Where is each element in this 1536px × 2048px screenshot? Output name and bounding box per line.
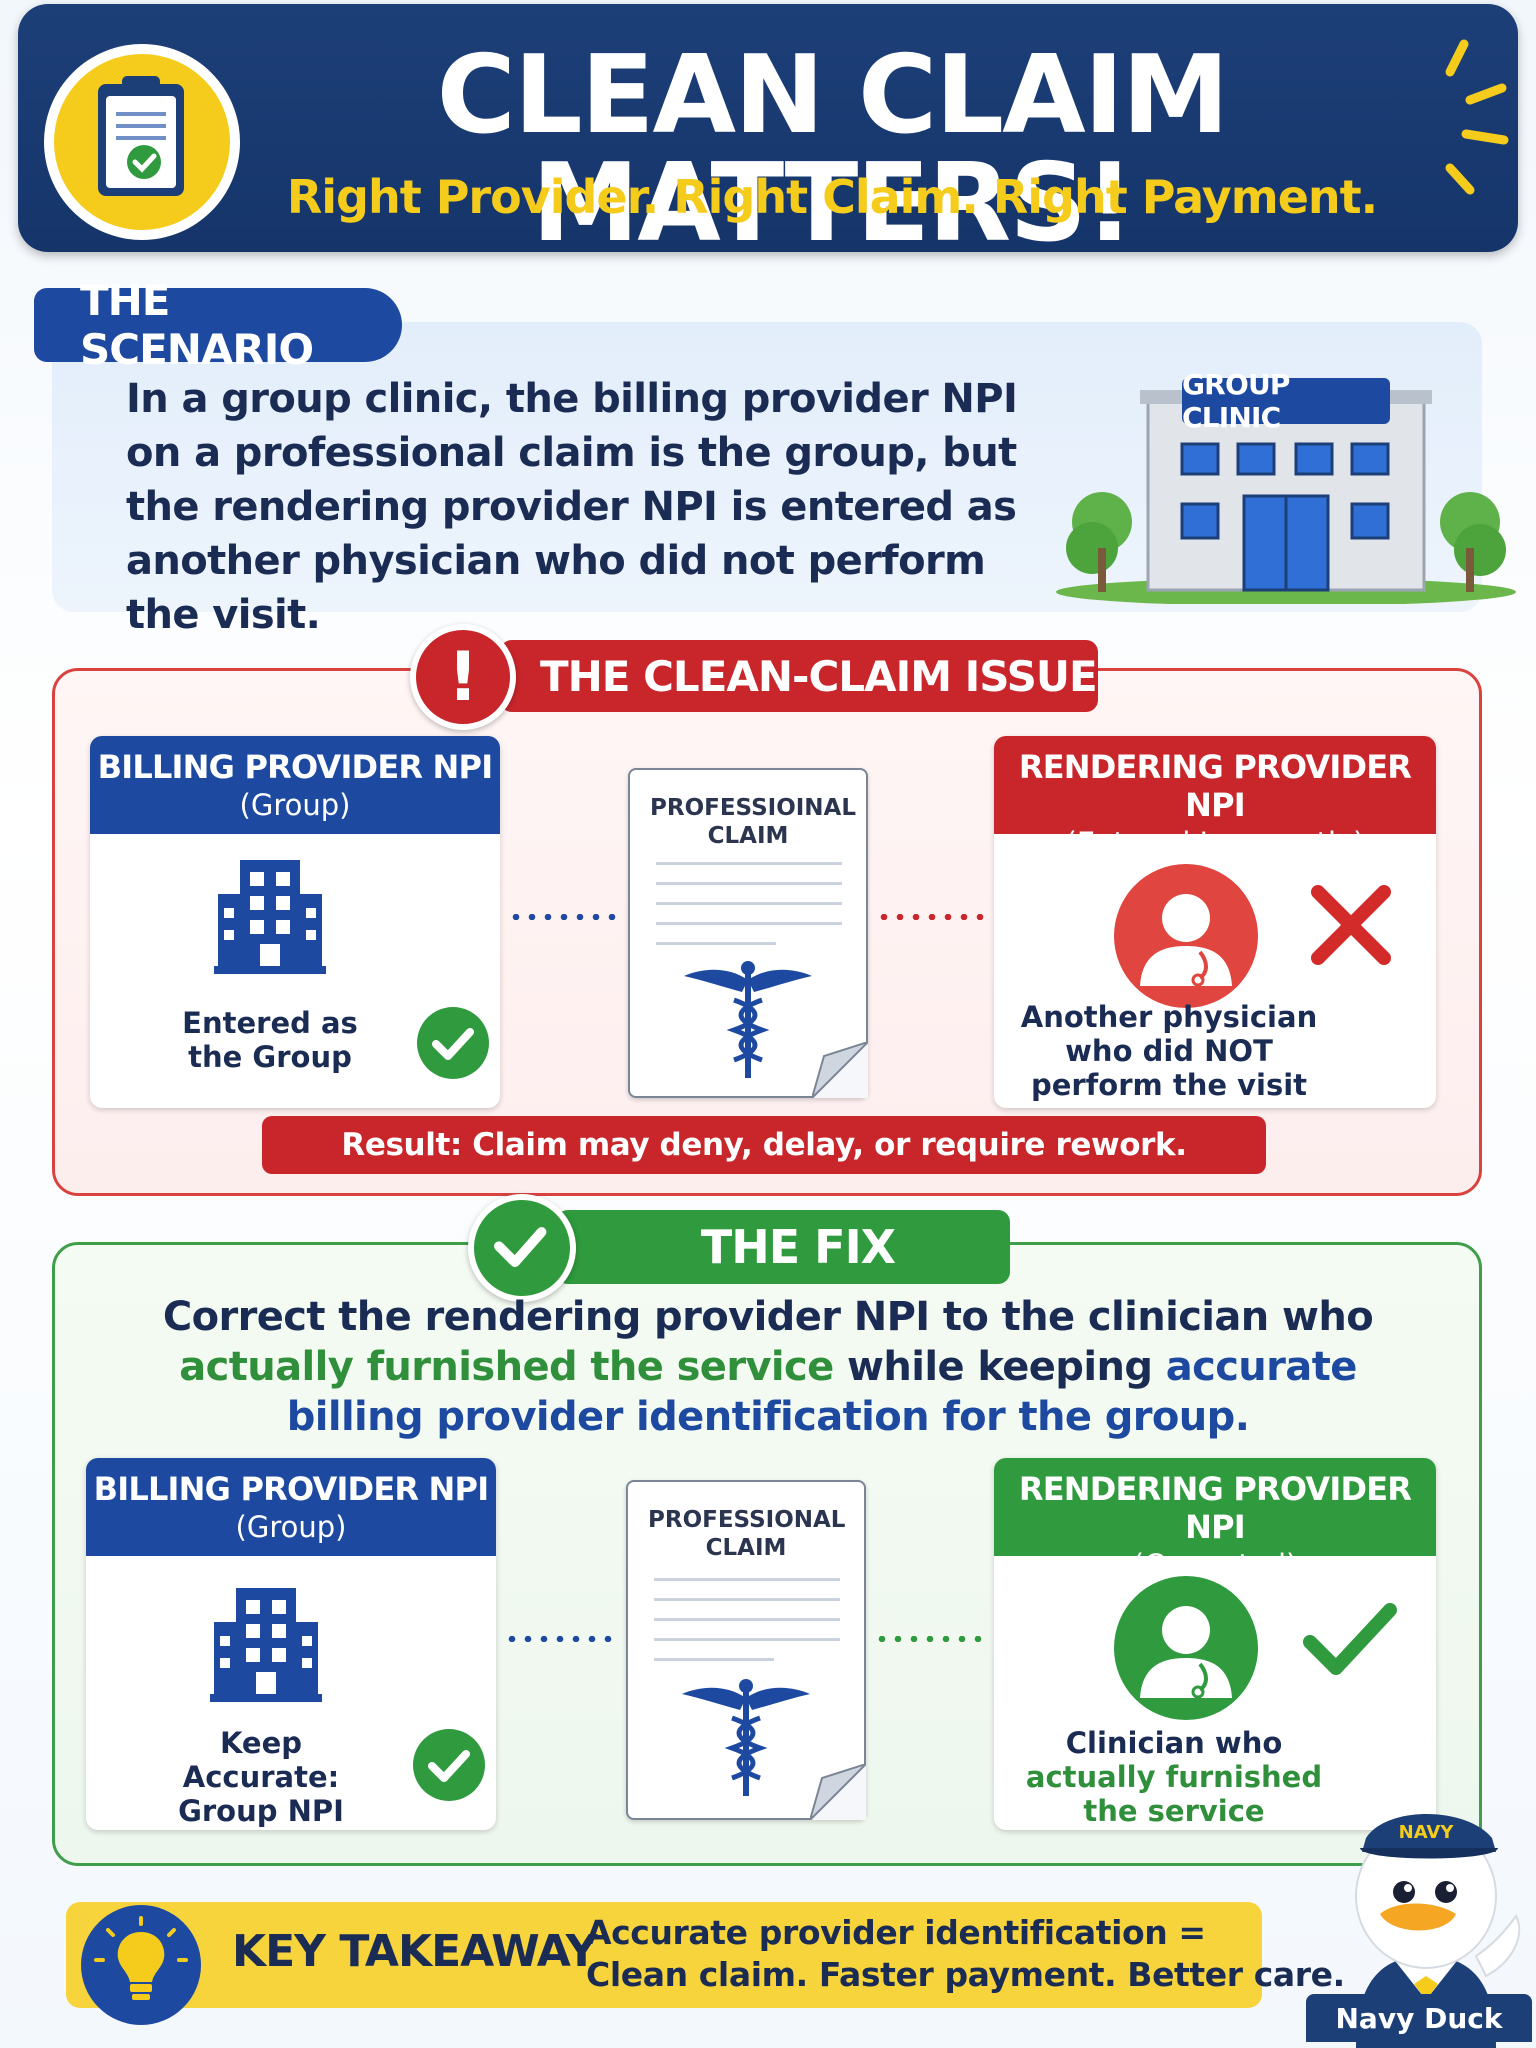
issue-rendering-subtitle: (Entered Incorrectly) bbox=[1065, 826, 1365, 860]
issue-claim-document: PROFESSIOINAL CLAIM bbox=[628, 768, 868, 1098]
alert-icon: ! bbox=[410, 624, 516, 730]
page-curl-icon bbox=[810, 1764, 866, 1820]
connector-dots bbox=[508, 914, 620, 920]
fix-billing-title: BILLING PROVIDER NPI bbox=[93, 1470, 489, 1508]
fix-billing-caption: Keep Accurate: Group NPI bbox=[178, 1726, 344, 1828]
fix-billing-subtitle: (Group) bbox=[235, 1510, 347, 1544]
check-icon bbox=[468, 1194, 576, 1302]
page-subtitle: Right Provider. Right Claim. Right Payme… bbox=[286, 170, 1378, 224]
issue-rendering-caption: Another physician who did NOT perform th… bbox=[1020, 1000, 1318, 1102]
mascot-label: Navy Duck bbox=[1306, 1994, 1532, 2042]
physician-icon bbox=[1114, 864, 1258, 1008]
sparkle-icon bbox=[1445, 39, 1509, 195]
takeaway-label: KEY TAKEAWAY bbox=[232, 1926, 597, 1977]
issue-billing-title: BILLING PROVIDER NPI bbox=[97, 748, 493, 786]
scenario-tag: THE SCENARIO bbox=[34, 276, 402, 374]
fix-billing-card: BILLING PROVIDER NPI (Group) Keep Accura… bbox=[86, 1458, 496, 1830]
fix-claim-document: PROFESSIONAL CLAIM bbox=[626, 1480, 866, 1820]
connector-dots bbox=[504, 1636, 616, 1642]
clipboard-check-icon bbox=[44, 44, 240, 240]
fix-highlight-service: actually furnished the service bbox=[179, 1344, 834, 1390]
check-icon bbox=[417, 1007, 489, 1079]
group-clinic-building-icon bbox=[1056, 378, 1516, 604]
issue-billing-subtitle: (Group) bbox=[239, 788, 351, 822]
x-mark-icon bbox=[1311, 885, 1391, 965]
connector-dots bbox=[874, 1636, 986, 1642]
fix-rendering-caption: Clinician who actually furnished the ser… bbox=[1025, 1726, 1323, 1828]
fix-highlight-billing: accurate billing provider identification… bbox=[286, 1344, 1358, 1440]
fix-text: Correct the rendering provider NPI to th… bbox=[162, 1294, 1374, 1440]
physician-icon bbox=[1114, 1576, 1258, 1720]
building-icon bbox=[214, 860, 326, 974]
issue-claim-title: PROFESSIOINAL CLAIM bbox=[650, 795, 857, 849]
fix-billing-header: BILLING PROVIDER NPI (Group) bbox=[86, 1458, 496, 1556]
issue-billing-header: BILLING PROVIDER NPI (Group) bbox=[90, 736, 500, 834]
result-bar: Result: Claim may deny, delay, or requir… bbox=[262, 1116, 1266, 1174]
caduceus-icon bbox=[682, 1679, 810, 1796]
mascot-hat-text: NAVY bbox=[1399, 1822, 1455, 1843]
check-icon bbox=[413, 1729, 485, 1801]
building-icon bbox=[210, 1588, 322, 1702]
page-title: CLEAN CLAIM MATTERS! bbox=[436, 33, 1230, 266]
issue-rendering-header: RENDERING PROVIDER NPI (Entered Incorrec… bbox=[994, 736, 1436, 860]
fix-rendering-title: RENDERING PROVIDER NPI bbox=[1018, 1470, 1412, 1546]
fix-rendering-header: RENDERING PROVIDER NPI (Corrected) bbox=[994, 1458, 1436, 1582]
check-icon bbox=[1303, 1603, 1397, 1675]
fix-rendering-subtitle: (Corrected) bbox=[1132, 1548, 1298, 1582]
lightbulb-icon bbox=[81, 1905, 201, 2025]
issue-rendering-title: RENDERING PROVIDER NPI bbox=[1018, 748, 1412, 824]
caduceus-icon bbox=[684, 961, 812, 1078]
issue-banner: THE CLEAN-CLAIM ISSUE bbox=[500, 640, 1098, 712]
fix-banner: THE FIX bbox=[556, 1210, 1010, 1284]
issue-rendering-card: RENDERING PROVIDER NPI (Entered Incorrec… bbox=[994, 736, 1436, 1108]
header-banner bbox=[18, 4, 1518, 252]
takeaway-text: Accurate provider identification = Clean… bbox=[586, 1913, 1345, 1994]
fix-rendering-card: RENDERING PROVIDER NPI (Corrected) Clini… bbox=[994, 1458, 1436, 1830]
page-curl-icon bbox=[812, 1042, 868, 1098]
navy-duck-mascot: NAVY bbox=[1355, 1814, 1521, 2048]
connector-dots bbox=[876, 914, 988, 920]
takeaway-bar bbox=[66, 1902, 1262, 2008]
issue-billing-caption: Entered as the Group bbox=[182, 1006, 358, 1074]
issue-billing-card: BILLING PROVIDER NPI (Group) Entered as … bbox=[90, 736, 500, 1108]
clinic-sign: GROUP CLINIC bbox=[1182, 368, 1290, 434]
scenario-text: In a group clinic, the billing provider … bbox=[126, 376, 1018, 638]
fix-claim-title: PROFESSIONAL CLAIM bbox=[648, 1507, 846, 1561]
